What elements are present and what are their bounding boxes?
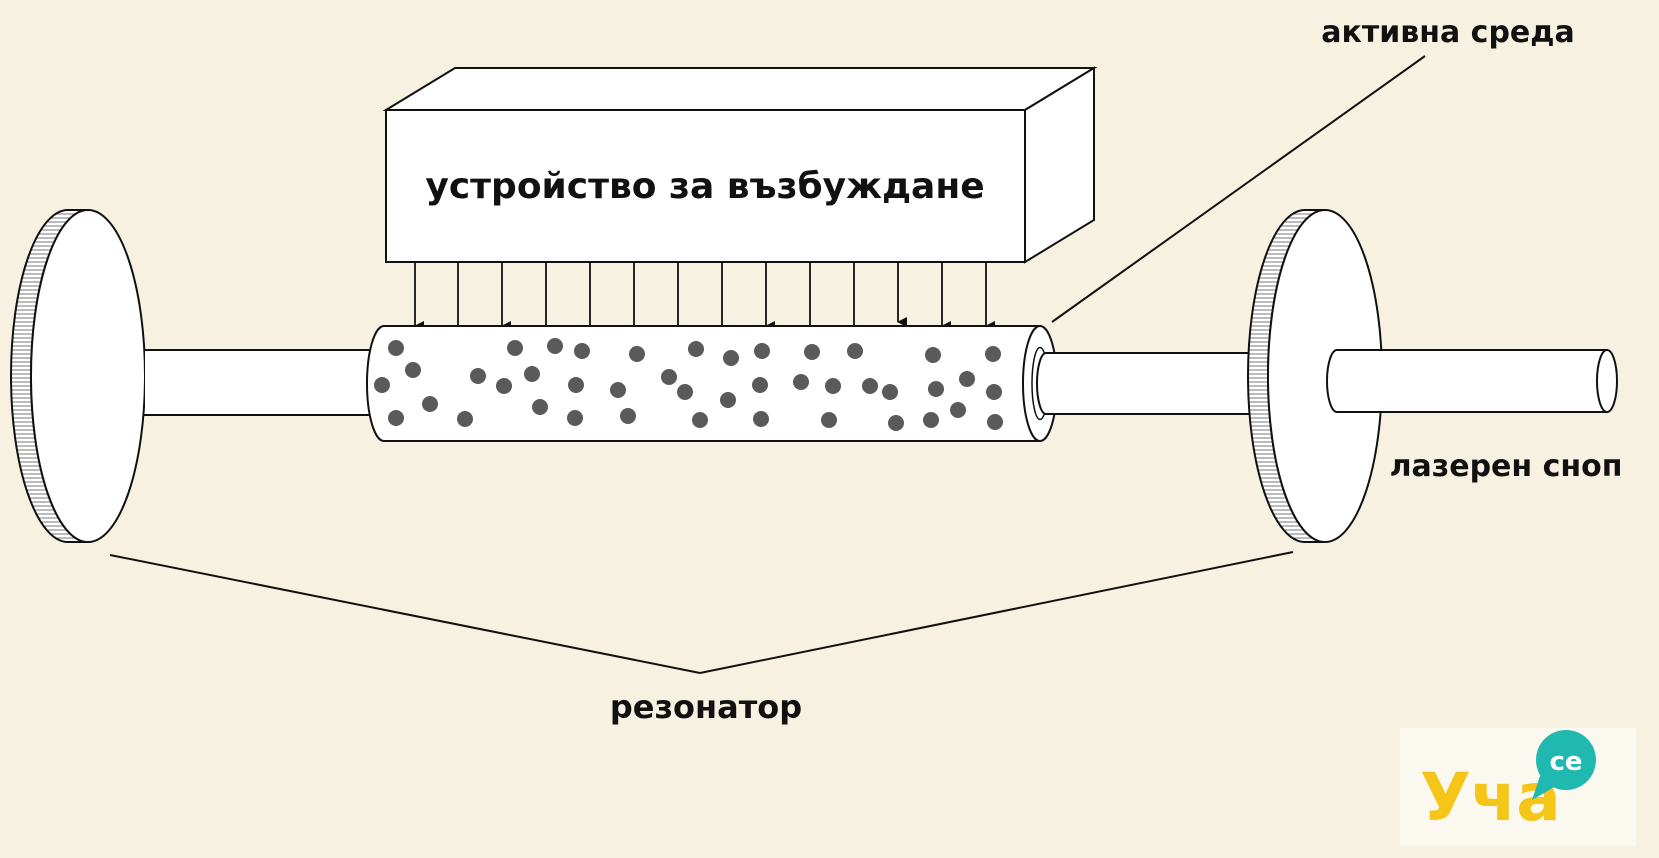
excited-particle <box>723 350 739 366</box>
inner-right-rod <box>1036 352 1261 415</box>
excited-particle <box>985 346 1001 362</box>
excited-particle <box>950 402 966 418</box>
excited-particle <box>496 378 512 394</box>
resonator-label: резонатор <box>610 688 802 726</box>
excited-particle <box>567 410 583 426</box>
excited-particle <box>532 399 548 415</box>
excited-particle <box>388 340 404 356</box>
excited-particle <box>524 366 540 382</box>
excited-particle <box>882 384 898 400</box>
excited-particle <box>470 368 486 384</box>
excited-particle <box>568 377 584 393</box>
excited-particle <box>620 408 636 424</box>
excited-particle <box>825 378 841 394</box>
excited-particle <box>388 410 404 426</box>
laser-beam-rod <box>1326 349 1618 413</box>
excited-particle <box>692 412 708 428</box>
excited-particle <box>925 347 941 363</box>
excited-particle <box>610 382 626 398</box>
excited-particle <box>804 344 820 360</box>
excited-particle <box>547 338 563 354</box>
excited-particle <box>661 369 677 385</box>
excited-particle <box>688 341 704 357</box>
excited-particle <box>793 374 809 390</box>
excited-particle <box>720 392 736 408</box>
excited-particle <box>847 343 863 359</box>
right-mirror <box>1247 209 1383 543</box>
excited-particle <box>959 371 975 387</box>
excited-particle <box>574 343 590 359</box>
active-medium-label: активна среда <box>1321 15 1575 50</box>
excited-particle <box>928 381 944 397</box>
excited-particle <box>507 340 523 356</box>
excited-particle <box>752 377 768 393</box>
excited-particle <box>405 362 421 378</box>
excited-particle <box>457 411 473 427</box>
excited-particle <box>862 378 878 394</box>
excited-particle <box>923 412 939 428</box>
pump-device-label: устройство за възбуждане <box>425 166 984 207</box>
excited-particle <box>629 346 645 362</box>
excited-particle <box>754 343 770 359</box>
active-medium-particles <box>374 338 1003 431</box>
excited-particle <box>422 396 438 412</box>
laser-beam-label: лазерен сноп <box>1390 449 1623 484</box>
excited-particle <box>888 415 904 431</box>
excited-particle <box>987 414 1003 430</box>
active-medium-leader <box>1051 55 1426 323</box>
ucha-se-logo: Уча се <box>1400 728 1636 846</box>
excited-particle <box>677 384 693 400</box>
excited-particle <box>374 377 390 393</box>
logo-text-main: Уча <box>1420 759 1561 836</box>
logo-text-badge: се <box>1549 747 1582 777</box>
inner-left-rod <box>145 349 375 416</box>
pump-device-box <box>382 66 1098 264</box>
resonator-bracket <box>109 551 1294 674</box>
left-mirror <box>10 209 146 543</box>
logo-badge-bubble <box>1532 730 1596 800</box>
excited-particle <box>821 412 837 428</box>
excited-particle <box>986 384 1002 400</box>
excited-particle <box>753 411 769 427</box>
